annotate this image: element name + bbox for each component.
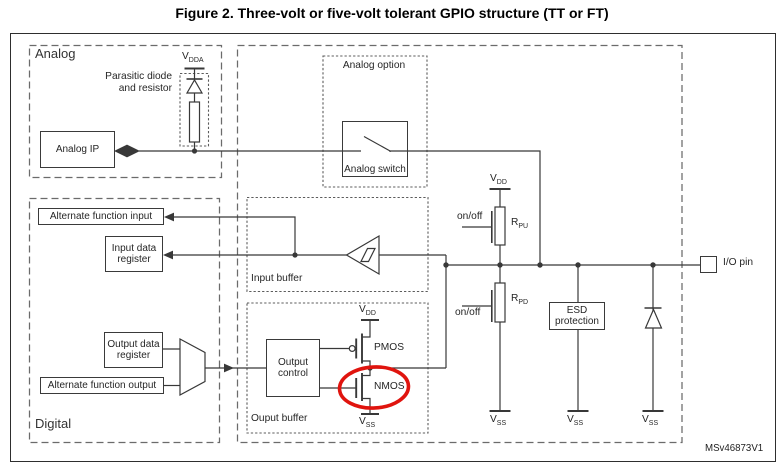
input-buffer-label: Input buffer [251, 273, 303, 284]
alt-func-output-block: Alternate function output [40, 377, 164, 394]
mux-symbol [163, 337, 266, 397]
analog-switch-block: Analog switch [342, 121, 408, 177]
pmos-gate-bubble-icon [348, 345, 356, 353]
onoff-pulldown-label: on/off [455, 307, 481, 318]
arrow-right-icon [127, 144, 140, 158]
buffer-region-outline [236, 44, 683, 444]
alt-func-input-block: Alternate function input [38, 208, 164, 225]
io-pin-label: I/O pin [723, 257, 754, 268]
rpd-resistor-icon [494, 282, 506, 323]
figure-watermark: MSv46873V1 [705, 443, 764, 454]
parasitic-caption: Parasitic diode and resistor [105, 71, 172, 94]
vdda-label: VDDA [182, 51, 204, 65]
input-buffer-wires [163, 212, 347, 260]
onoff-pullup-label: on/off [457, 211, 483, 222]
vss-esd-label: VSS [567, 414, 584, 428]
analog-option-outline [322, 55, 428, 188]
arrow-into-output-control-icon [224, 363, 234, 373]
main-io-wire [443, 255, 700, 368]
vss-output-label: VSS [359, 416, 376, 430]
vss-pulldown-label: VSS [490, 414, 507, 428]
arrow-left-icon [114, 144, 127, 158]
schmitt-trigger-symbol [345, 234, 380, 276]
arrow-into-input-register-icon [163, 250, 173, 260]
figure-title: Figure 2. Three-volt or five-volt tolera… [175, 5, 609, 21]
analog-ip-wire [114, 144, 342, 158]
vdd-output-label: VDD [359, 304, 376, 318]
digital-region-label: Digital [35, 416, 72, 431]
vdd-pullup-label: VDD [490, 173, 507, 187]
pmos-symbol [320, 319, 379, 368]
parasitic-diode-resistor-symbol [184, 67, 205, 154]
output-data-register-block: Output data register [104, 332, 163, 368]
digital-region-outline [28, 197, 221, 444]
analog-option-label: Analog option [342, 60, 406, 71]
input-data-register-block: Input data register [105, 236, 163, 272]
rpu-label: RPU [511, 217, 529, 231]
nmos-annotation-circle [337, 365, 411, 410]
input-buffer-outline [246, 196, 429, 293]
protection-diode-icon [644, 307, 663, 329]
esd-protection-block: ESD protection [549, 302, 605, 330]
parasitic-diode-icon [185, 78, 204, 94]
pullup-resistor-symbol [462, 188, 511, 265]
io-pin-pad [700, 256, 717, 273]
parasitic-resistor-icon [188, 101, 201, 143]
pmos-label: PMOS [374, 342, 405, 353]
analog-switch-symbol [342, 135, 541, 265]
esd-wires [567, 265, 589, 412]
nmos-label: NMOS [374, 381, 405, 392]
rpd-label: RPD [511, 293, 529, 307]
rpu-resistor-icon [494, 206, 506, 246]
arrow-into-alt-func-input-icon [164, 212, 174, 222]
analog-region-outline [28, 44, 223, 179]
region-outlines [28, 44, 683, 444]
pulldown-resistor-symbol [462, 265, 511, 412]
output-buffer-label: Ouput buffer [251, 413, 308, 424]
protection-diode-symbol [642, 265, 664, 412]
analog-ip-block: Analog IP [40, 131, 115, 168]
output-control-block: Output control [266, 339, 320, 397]
figure-frame [10, 33, 776, 462]
analog-region-label: Analog [35, 46, 76, 61]
vss-diode-label: VSS [642, 414, 659, 428]
